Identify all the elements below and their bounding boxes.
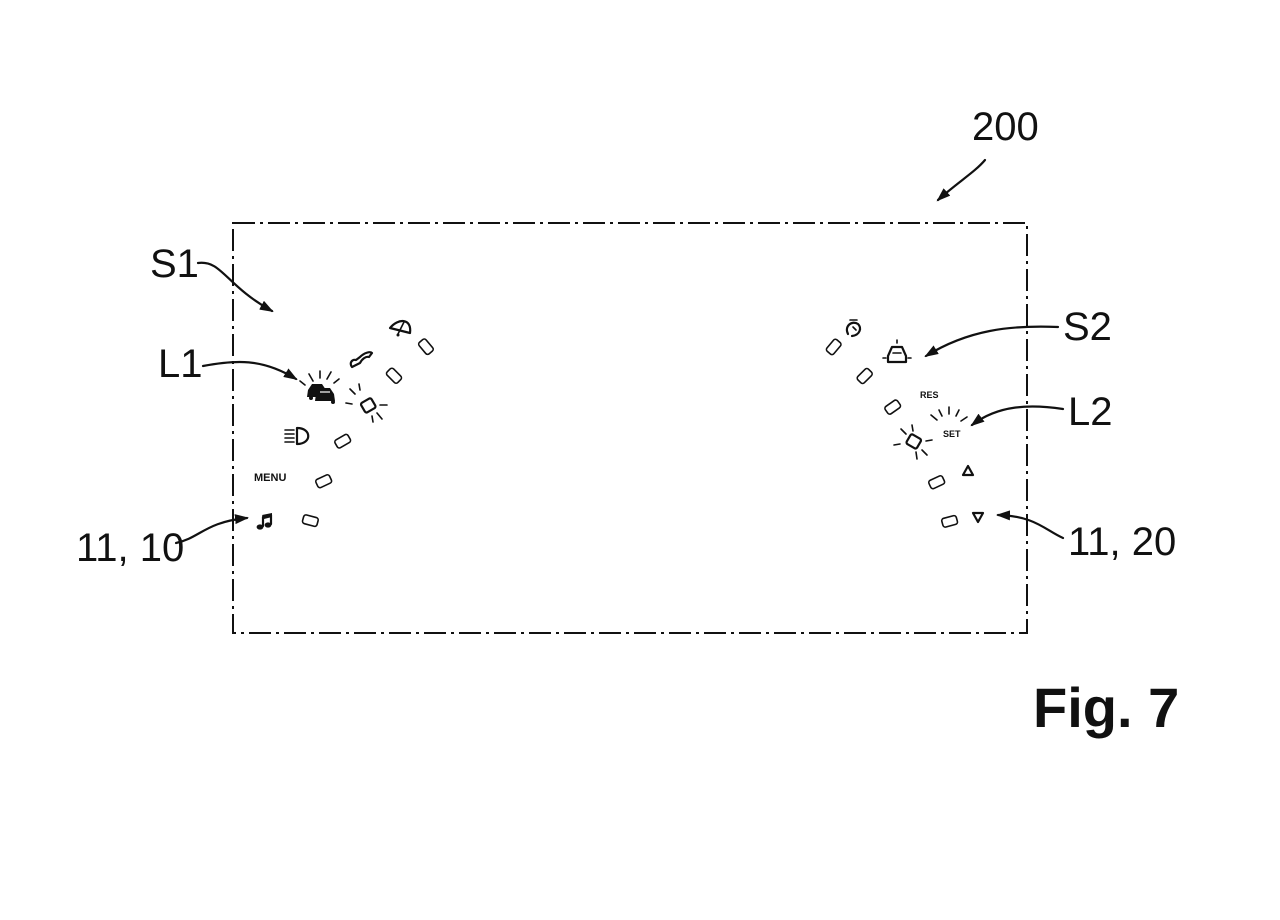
leader-arrow-right-group: [996, 510, 1065, 540]
left-key-slot[interactable]: [314, 474, 333, 489]
ref-label-s1: S1: [150, 242, 199, 286]
leader-arrow-s2: [924, 325, 1060, 358]
car-lamp-icon[interactable]: [345, 383, 388, 423]
left-key-slot[interactable]: [334, 433, 352, 449]
car-lamp-icon[interactable]: [893, 424, 933, 460]
down-triangle-icon[interactable]: [971, 511, 985, 524]
ref-label-right-group: 11, 20: [1068, 520, 1176, 564]
music-note-icon[interactable]: [256, 513, 273, 530]
headlight-icon[interactable]: [284, 426, 310, 446]
traffic-cars-icon[interactable]: [299, 370, 340, 404]
speed-limiter-icon[interactable]: [845, 319, 862, 338]
right-button-arc: RES SET: [825, 319, 985, 528]
display-frame: [232, 222, 1028, 634]
leader-arrow-left-group: [174, 514, 249, 545]
leader-arrow-s1: [196, 261, 274, 313]
ref-label-l2: L2: [1068, 390, 1113, 434]
right-key-slot[interactable]: [825, 338, 842, 356]
leader-arrow-l2: [970, 405, 1065, 427]
menu-label[interactable]: MENU: [254, 472, 286, 484]
ref-label-left-group: 11, 10: [76, 526, 184, 570]
up-triangle-icon[interactable]: [961, 464, 975, 477]
left-button-arc: MENU: [254, 320, 435, 530]
set-label: SET: [943, 429, 961, 439]
ref-label-s2: S2: [1063, 305, 1112, 349]
ref-label-display: 200: [972, 105, 1039, 149]
right-key-slot[interactable]: [884, 399, 902, 415]
wiper-icon[interactable]: [388, 320, 412, 337]
leader-arrow-display: [936, 158, 987, 202]
res-label[interactable]: RES: [920, 390, 939, 400]
left-key-slot[interactable]: [417, 338, 435, 356]
right-key-slot[interactable]: [856, 367, 873, 385]
phone-icon[interactable]: [349, 351, 374, 369]
right-key-slot[interactable]: [927, 475, 946, 490]
figure-label: Fig. 7: [1033, 676, 1179, 739]
distance-car-icon[interactable]: [882, 339, 912, 364]
left-key-slot[interactable]: [385, 367, 403, 384]
ref-label-l1: L1: [158, 342, 203, 386]
set-button[interactable]: SET: [930, 406, 968, 439]
right-key-slot[interactable]: [940, 514, 959, 528]
leader-arrow-l1: [201, 360, 298, 381]
left-key-slot[interactable]: [301, 514, 320, 528]
